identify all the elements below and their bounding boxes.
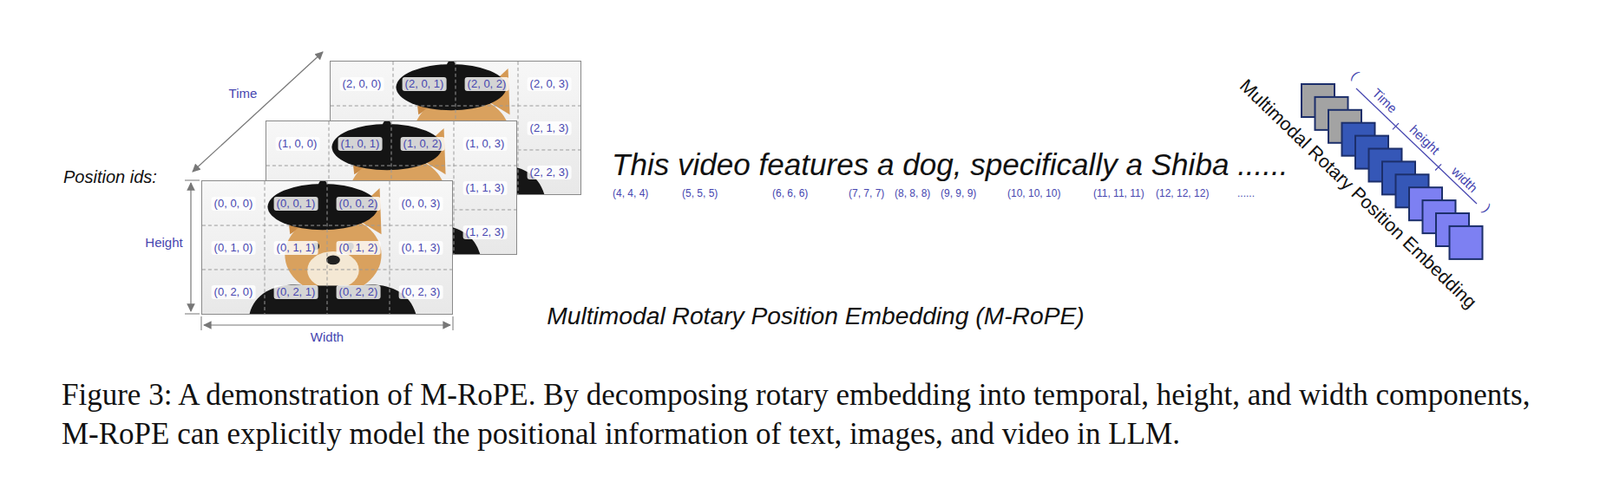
position-id: (0, 0, 1)	[274, 196, 319, 211]
position-id: (2, 0, 2)	[465, 77, 510, 92]
position-id: (0, 1, 3)	[399, 241, 444, 256]
position-id: (2, 1, 3)	[527, 121, 572, 136]
position-id: (2, 2, 3)	[527, 165, 572, 180]
dimension-tick	[184, 314, 200, 315]
figure-caption: Figure 3: A demonstration of M-RoPE. By …	[61, 375, 1550, 454]
position-id: (2, 0, 0)	[340, 77, 385, 92]
figure-title: Multimodal Rotary Position Embedding (M-…	[546, 301, 1084, 330]
position-id: (0, 1, 1)	[274, 241, 319, 256]
token-position: (8, 8, 8)	[894, 188, 931, 201]
position-id: (2, 0, 3)	[527, 77, 572, 92]
position-id: (0, 0, 2)	[336, 196, 381, 211]
token-position: (7, 7, 7)	[848, 188, 885, 201]
axis-label: Height	[144, 235, 183, 250]
video-frame: (0, 0, 0) (0, 0, 1) (0, 0, 2) (0, 0, 3) (0, …	[201, 180, 453, 315]
dimension-tick	[184, 180, 200, 182]
position-id: (0, 1, 2)	[336, 241, 381, 256]
position-id: (0, 0, 0)	[211, 196, 256, 211]
token-position: (5, 5, 5)	[681, 188, 718, 201]
bracket-label: )	[1480, 201, 1495, 216]
axis-label: Time	[229, 85, 258, 101]
dog-picture	[202, 181, 453, 315]
bracket-tick	[1435, 163, 1442, 171]
position-id: (0, 0, 3)	[399, 196, 444, 211]
position-id: (1, 0, 2)	[400, 137, 446, 151]
position-id: (0, 2, 1)	[274, 285, 319, 300]
position-id: (0, 2, 2)	[336, 285, 381, 300]
text-sequence: This video features a dog, specifically …	[611, 147, 1289, 183]
width-arrow	[203, 324, 451, 326]
bracket-label: height	[1406, 122, 1443, 158]
position-id: (1, 0, 0)	[275, 137, 321, 151]
position-id: (1, 1, 3)	[463, 181, 508, 196]
position-id: (2, 0, 1)	[402, 77, 447, 92]
position-id: (1, 0, 1)	[338, 137, 383, 151]
token-position: (12, 12, 12)	[1155, 188, 1209, 201]
token-position: (10, 10, 10)	[1007, 188, 1061, 201]
position-id: (0, 2, 3)	[399, 285, 444, 300]
bracket-line	[1356, 88, 1477, 204]
token-position: ......	[1237, 188, 1255, 201]
token-position: (6, 6, 6)	[772, 188, 808, 201]
token-position: (4, 4, 4)	[612, 188, 649, 201]
height-arrow	[190, 183, 191, 312]
token-position: (9, 9, 9)	[940, 188, 977, 201]
token-position: (11, 11, 11)	[1093, 188, 1145, 201]
dimension-tick	[201, 316, 203, 331]
bracket-label: Time	[1369, 85, 1401, 116]
position-id: (1, 2, 3)	[463, 225, 508, 240]
axis-heading: Position ids:	[63, 167, 158, 188]
position-id: (1, 0, 3)	[463, 137, 508, 151]
bracket-tick	[1392, 123, 1399, 130]
bracket-label: (	[1348, 67, 1363, 82]
bracket-label: width	[1448, 163, 1481, 197]
dimension-tick	[452, 316, 454, 331]
embedding-square	[1449, 226, 1483, 260]
axis-label: Width	[310, 329, 344, 345]
position-id: (0, 1, 0)	[211, 241, 256, 256]
position-id: (0, 2, 0)	[211, 285, 256, 300]
